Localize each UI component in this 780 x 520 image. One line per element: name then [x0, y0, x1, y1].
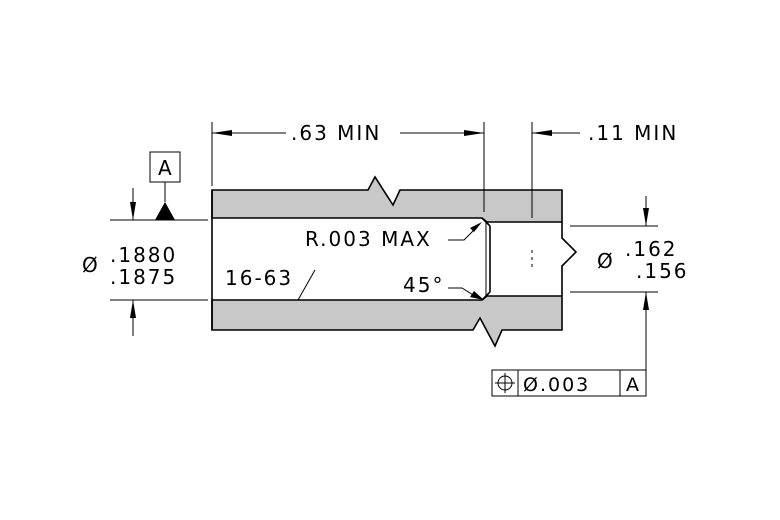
fcf-tolerance: Ø.003 — [523, 374, 590, 396]
cb-dia-symbol: Ø — [597, 249, 615, 273]
surface-finish-note: 16-63 — [225, 266, 293, 290]
arrow-11-right — [532, 130, 552, 136]
datum-label: A — [158, 156, 174, 180]
chamfer-arrow — [470, 291, 484, 300]
counterbore-break — [561, 222, 578, 296]
arrow-63-left — [212, 130, 232, 136]
cb-dia-lower: .156 — [636, 259, 689, 283]
radius-note: R.003 MAX — [305, 227, 432, 251]
bore-dia-lower: .1875 — [110, 265, 177, 289]
cb-arrow-bottom — [643, 292, 649, 310]
fcf-datum: A — [626, 374, 641, 396]
datum-box — [149, 151, 181, 183]
bore-dia-symbol: Ø — [82, 253, 100, 277]
bore-dia-upper: .1880 — [110, 243, 177, 267]
radius-arrow — [470, 222, 482, 232]
dim-counterbore-min: .11 MIN — [588, 121, 678, 145]
feature-control-frame: Ø.003 A — [491, 369, 647, 397]
position-icon — [495, 373, 515, 393]
part-top-wall — [211, 175, 563, 223]
chamfer-angle-note: 45° — [403, 273, 444, 297]
arrow-63-right — [464, 130, 484, 136]
part-bottom-wall — [211, 295, 563, 348]
cb-dia-upper: .162 — [625, 237, 678, 261]
datum-triangle — [155, 202, 175, 220]
bore-arrow-top — [130, 202, 136, 220]
dim-length-min: .63 MIN — [291, 121, 381, 145]
surface-finish-leader — [297, 269, 316, 301]
cb-arrow-top — [643, 208, 649, 226]
bore-arrow-bottom — [130, 300, 136, 318]
